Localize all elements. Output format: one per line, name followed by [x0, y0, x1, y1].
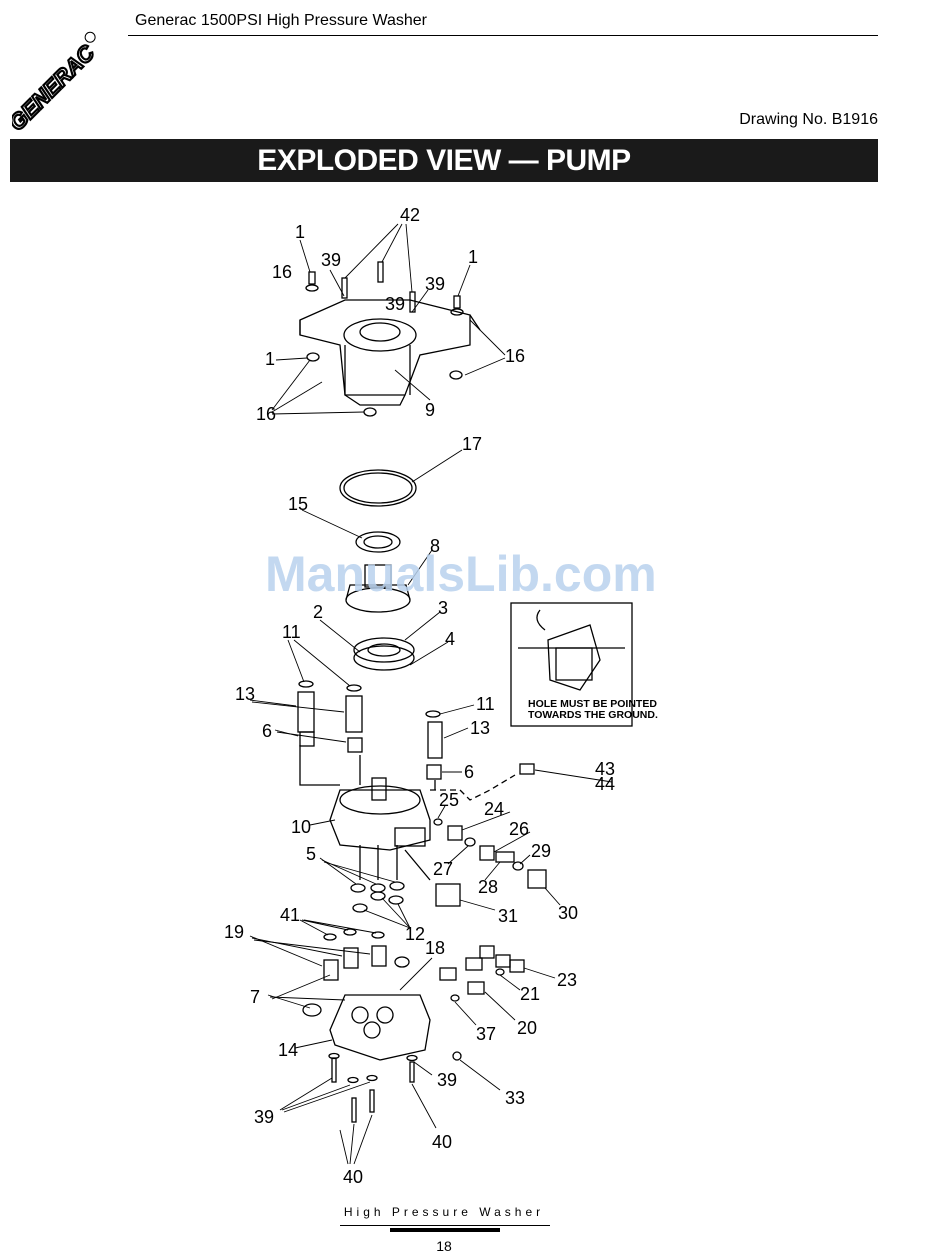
callout-15: 15 [288, 494, 308, 514]
callout-20: 20 [517, 1018, 537, 1038]
inset-note-line-2: TOWARDS THE GROUND. [528, 709, 658, 721]
callout-2: 2 [313, 602, 323, 622]
callout-11: 11 [476, 694, 495, 714]
callout-30: 30 [558, 903, 578, 923]
callout-18: 18 [425, 938, 445, 958]
section-banner: EXPLODED VIEW — PUMP [10, 139, 878, 182]
callout-37: 37 [476, 1024, 496, 1044]
callout-8: 8 [430, 536, 440, 556]
callout-39: 39 [385, 294, 405, 314]
callout-3: 3 [438, 598, 448, 618]
callout-12: 12 [405, 924, 425, 944]
callout-39: 39 [437, 1070, 457, 1090]
callout-43: 43 [595, 759, 615, 779]
callout-17: 17 [462, 434, 482, 454]
callout-24: 24 [484, 799, 504, 819]
callout-11: 11 [282, 622, 301, 642]
callout-16: 16 [505, 346, 525, 366]
callout-23: 23 [557, 970, 577, 990]
callout-21: 21 [520, 984, 540, 1004]
footer-bar [390, 1228, 500, 1232]
callout-9: 9 [425, 400, 435, 420]
watermark: ManualsLib.com [265, 546, 657, 602]
generac-logo-icon: GENERAC [12, 31, 101, 137]
callout-40: 40 [343, 1167, 363, 1187]
inset-note-line-1: HOLE MUST BE POINTED [528, 698, 657, 710]
footer-text: High Pressure Washer [343, 1205, 545, 1219]
page-number: 18 [436, 1238, 452, 1254]
callout-39: 39 [425, 274, 445, 294]
callout-16: 16 [256, 404, 276, 424]
callout-31: 31 [498, 906, 518, 926]
callout-6: 6 [262, 721, 272, 741]
footer-rule [340, 1225, 550, 1226]
callout-19: 19 [224, 922, 244, 942]
section-title: EXPLODED VIEW — PUMP [257, 144, 631, 177]
callout-5: 5 [306, 844, 316, 864]
callout-44: 44 [595, 774, 615, 794]
callout-1: 1 [265, 349, 275, 369]
callout-26: 26 [509, 819, 529, 839]
callout-40: 40 [432, 1132, 452, 1152]
callout-16: 16 [272, 262, 292, 282]
callout-6: 6 [464, 762, 474, 782]
callout-29: 29 [531, 841, 551, 861]
callout-25: 25 [439, 790, 459, 810]
drawing-number: Drawing No. B1916 [739, 111, 878, 128]
callout-1: 1 [295, 222, 305, 242]
document-title: Generac 1500PSI High Pressure Washer [135, 12, 427, 29]
callout-13: 13 [470, 718, 490, 738]
callout-1: 1 [468, 247, 478, 267]
callout-27: 27 [433, 859, 453, 879]
callout-7: 7 [250, 987, 260, 1007]
callout-41: 41 [280, 905, 300, 925]
callout-13: 13 [235, 684, 255, 704]
callout-10: 10 [291, 817, 311, 837]
callout-4: 4 [445, 629, 455, 649]
callout-39: 39 [254, 1107, 274, 1127]
callout-14: 14 [278, 1040, 298, 1060]
exploded-pump-diagram: 42 1 39 39 39 16 1 16 1 9 16 17 15 8 2 3… [224, 205, 658, 1187]
callout-33: 33 [505, 1088, 525, 1108]
callout-39: 39 [321, 250, 341, 270]
callout-42: 42 [400, 205, 420, 225]
header-rule [128, 35, 878, 36]
callout-28: 28 [478, 877, 498, 897]
